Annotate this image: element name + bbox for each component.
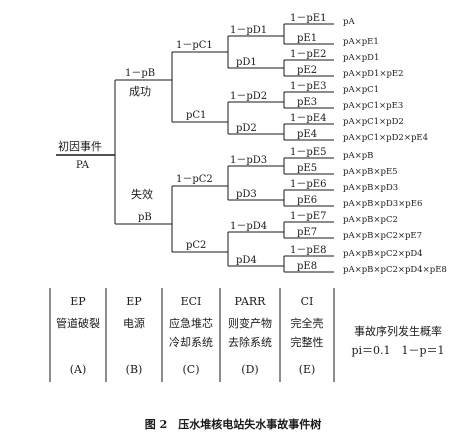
column-d-code: PARR xyxy=(235,295,267,308)
sequence-9: pA×pB xyxy=(343,151,373,161)
sequence-column-note: pi＝0.1 1－p＝1 xyxy=(351,344,444,357)
stage4-e8-success-prob: 1－pE8 xyxy=(290,245,326,256)
column-a-code: EP xyxy=(70,295,86,308)
column-c-name-line1: 应急堆芯 xyxy=(169,316,213,330)
sequence-8: pA×pC1×pD2×pE4 xyxy=(343,133,428,143)
sequence-2: pA×pE1 xyxy=(343,37,379,47)
sequence-15: pA×pB×pC2×pD4 xyxy=(343,249,423,259)
sequence-4: pA×pD1×pE2 xyxy=(343,69,404,79)
sequence-6: pA×pC1×pE3 xyxy=(343,101,403,111)
stage4-e1: 1－pE1 pE1 xyxy=(283,13,334,45)
stage4-e5-failure-prob: pE5 xyxy=(297,163,317,174)
stage1-success-prob: 1－pB xyxy=(125,68,155,79)
column-d-name-line1: 则变产物 xyxy=(228,316,272,330)
sequence-14: pA×pB×pC2×pE7 xyxy=(343,231,422,241)
stage3-d3-failure-prob: pD3 xyxy=(236,189,257,200)
column-d-name-line2: 去除系统 xyxy=(228,335,272,349)
stage3-d1-failure-prob: pD1 xyxy=(236,57,257,68)
stage3-d3-success-prob: 1－pD3 xyxy=(230,155,267,166)
stage4-e2-success-prob: 1－pE2 xyxy=(290,49,326,60)
initiating-event-label: 初因事件 xyxy=(58,139,102,153)
stage4-e2-failure-prob: pE2 xyxy=(297,65,317,76)
sequence-5: pA×pC1 xyxy=(343,85,379,95)
column-c-code: ECI xyxy=(181,295,202,308)
stage2-lower-success-prob: 1－pC2 xyxy=(176,174,213,185)
stage3-d4-failure-prob: pD4 xyxy=(236,255,257,266)
figure-caption: 图 2 压水堆核电站失水事故事件树 xyxy=(145,417,321,431)
stage1-failure-label: 失效 xyxy=(131,187,153,201)
column-b-code: EP xyxy=(126,295,142,308)
stage4-e2: 1－pE2 pE2 xyxy=(283,49,334,77)
initiating-event-symbol: PA xyxy=(76,160,90,171)
sequence-13: pA×pB×pC2 xyxy=(343,215,398,225)
stage2-upper-failure-prob: pC1 xyxy=(186,110,206,121)
stage4-e3-failure-prob: pE3 xyxy=(297,97,317,108)
sequence-1: pA xyxy=(343,17,355,27)
stage4-e7-success-prob: 1－pE7 xyxy=(290,211,326,222)
sequence-10: pA×pB×pE5 xyxy=(343,167,398,177)
sequence-7: pA×pC1×pD2 xyxy=(343,117,404,127)
stage3-d4-success-prob: 1－pD4 xyxy=(230,221,267,232)
stage4-e4: 1－pE4 pE4 xyxy=(283,113,334,141)
column-a-name: 管道破裂 xyxy=(56,316,100,330)
sequence-16: pA×pB×pC2×pD4×pE8 xyxy=(343,265,447,275)
stage4-e3: 1－pE3 pE3 xyxy=(283,81,334,109)
column-c-name-line2: 冷却系统 xyxy=(169,336,213,349)
stage4-e6: 1－pE6 pE6 xyxy=(283,179,334,207)
column-a-letter: (A) xyxy=(70,363,87,376)
column-b-letter: (B) xyxy=(126,363,143,376)
column-b-name: 电源 xyxy=(123,316,145,330)
stage2-lower-failure-prob: pC2 xyxy=(186,240,206,251)
stage4-e5: 1－pE5 pE5 xyxy=(283,147,334,175)
stage4-e4-failure-prob: pE4 xyxy=(297,129,317,140)
stage4-e1-failure-prob: pE1 xyxy=(297,33,317,44)
stage4-e1-success-prob: 1－pE1 xyxy=(290,13,326,24)
stage4-e8: 1－pE8 pE8 xyxy=(283,245,334,273)
stage4-e6-success-prob: 1－pE6 xyxy=(290,179,326,190)
column-d-letter: (D) xyxy=(241,363,258,376)
stage2-upper-success-prob: 1－pC1 xyxy=(176,40,213,51)
stage3-d2-failure-prob: pD2 xyxy=(236,123,257,134)
stage4-e3-success-prob: 1－pE3 xyxy=(290,81,326,92)
column-e-letter: (E) xyxy=(299,363,316,376)
stage4-e7: 1－pE7 pE7 xyxy=(283,211,334,239)
stage4-e7-failure-prob: pE7 xyxy=(297,227,317,238)
stage4-e5-success-prob: 1－pE5 xyxy=(290,147,326,158)
column-header-table: EP 管道破裂 (A) EP 电源 (B) ECI 应急堆芯 冷却系统 (C) … xyxy=(49,288,445,382)
stage4-e8-failure-prob: pE8 xyxy=(297,261,317,272)
stage3-d2-success-prob: 1－pD2 xyxy=(230,91,267,102)
sequence-list: pA pA×pE1 pA×pD1 pA×pD1×pE2 pA×pC1 pA×pC… xyxy=(343,17,447,275)
column-e-code: CI xyxy=(301,295,314,308)
column-e-name-line1: 完全壳 xyxy=(291,316,324,330)
sequence-3: pA×pD1 xyxy=(343,53,379,63)
column-e-name-line2: 完整性 xyxy=(291,335,324,349)
stage4-e4-success-prob: 1－pE4 xyxy=(290,113,326,124)
sequence-11: pA×pB×pD3 xyxy=(343,183,398,193)
stage4-e6-failure-prob: pE6 xyxy=(297,195,317,206)
sequence-column-title: 事故序列发生概率 xyxy=(354,324,442,338)
stage1-success-label: 成功 xyxy=(129,85,151,98)
column-c-letter: (C) xyxy=(183,363,200,376)
stage1-failure-prob: pB xyxy=(138,212,152,223)
sequence-12: pA×pB×pD3×pE6 xyxy=(343,199,422,209)
stage3-d1-success-prob: 1－pD1 xyxy=(230,25,267,36)
